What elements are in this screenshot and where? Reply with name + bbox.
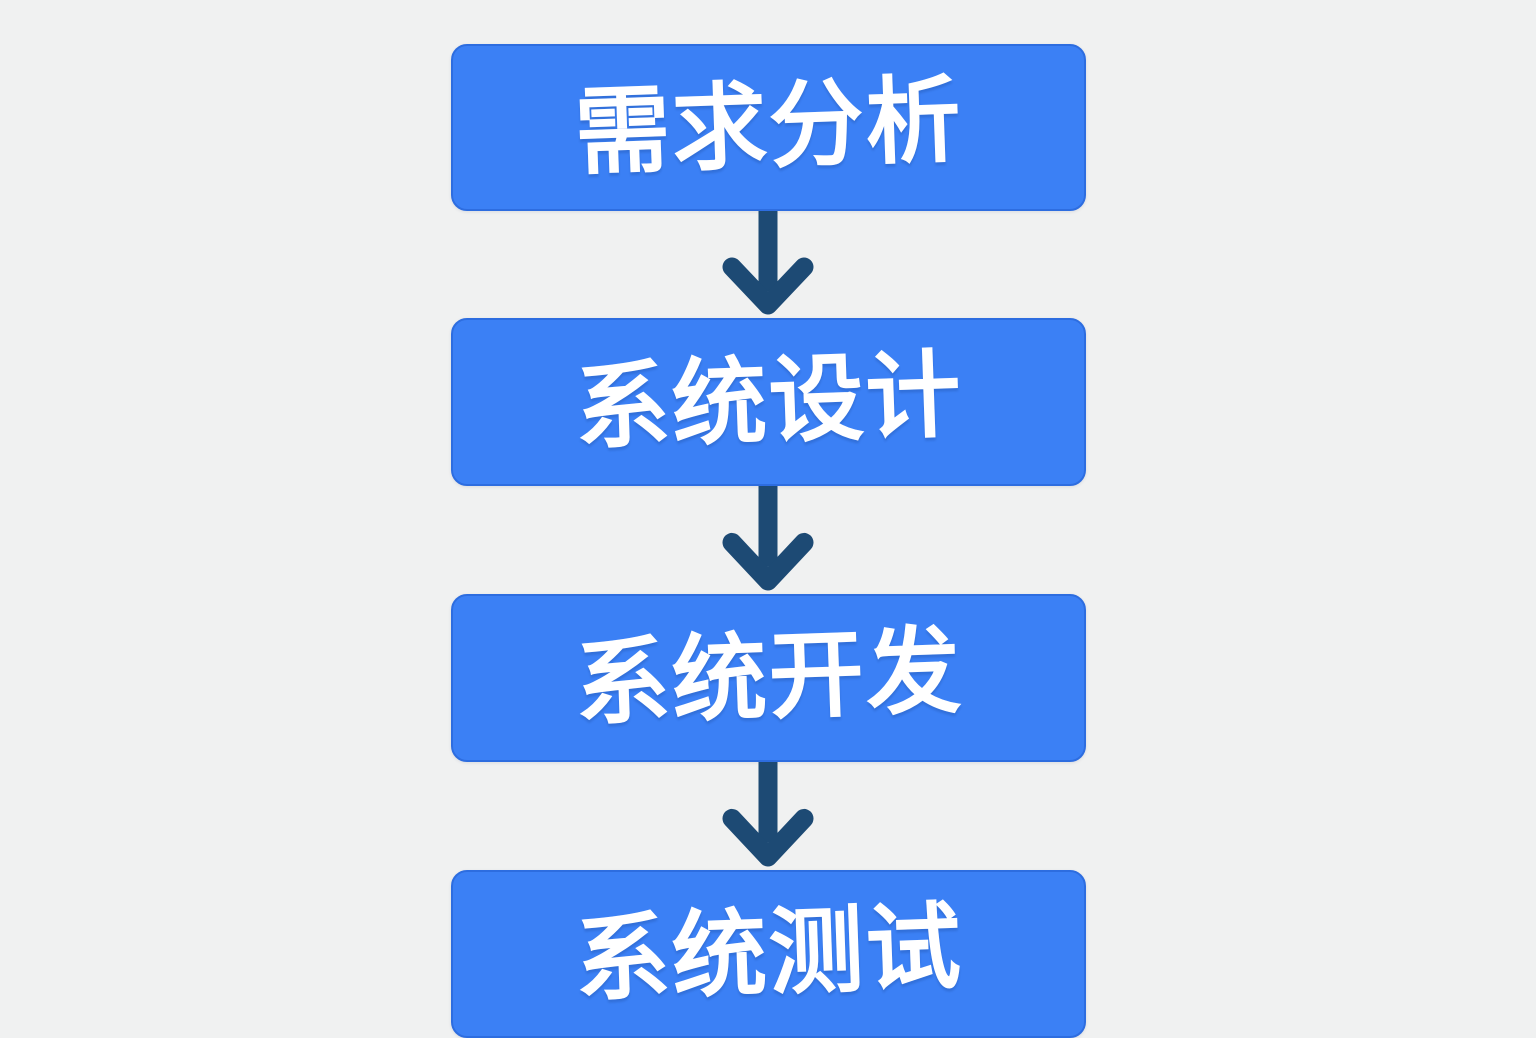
flow-step-requirements-analysis: 需求分析 [451,44,1086,211]
flow-step-label: 系统设计 [572,341,965,462]
flow-step-system-development: 系统开发 [451,594,1086,762]
flow-step-label: 系统开发 [572,617,965,738]
flow-step-system-design: 系统设计 [451,318,1086,486]
down-arrow-icon [722,486,814,591]
down-arrow-icon [722,762,814,867]
flow-step-label: 需求分析 [572,67,965,187]
flow-step-system-testing: 系统测试 [451,870,1086,1038]
flow-step-label: 系统测试 [572,893,965,1014]
down-arrow-icon [722,211,814,315]
